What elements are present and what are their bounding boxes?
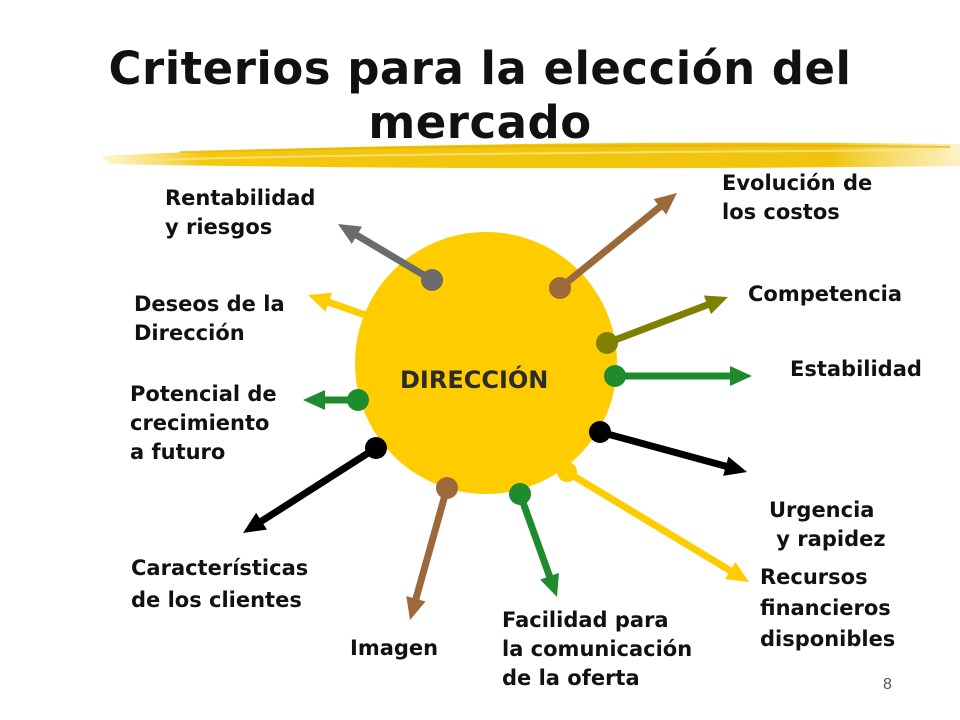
arrowhead-imagen — [406, 596, 426, 620]
arrowhead-evolucion — [653, 193, 677, 215]
arrowhead-rentabilidad — [338, 224, 363, 244]
arrows-layer — [243, 193, 752, 620]
arrow-shaft-rentabilidad — [353, 231, 434, 284]
label-estabilidad: Estabilidad — [790, 357, 922, 381]
center-label: DIRECCIÓN — [400, 366, 549, 394]
slide-title: Criterios para la elección del mercado — [108, 42, 852, 149]
arrow-evolucion — [549, 193, 677, 299]
arrow-shaft-imagen — [412, 487, 451, 602]
arrowhead-estabilidad — [730, 366, 752, 386]
label-urgencia: Urgencia y rapidez — [769, 498, 886, 551]
arrow-origin-dot-rentabilidad — [421, 269, 443, 291]
arrowhead-facilidad — [540, 572, 559, 597]
arrow-origin-dot-caracteristicas — [365, 437, 387, 459]
arrow-deseos — [308, 292, 384, 328]
label-imagen: Imagen — [350, 636, 439, 660]
arrow-shaft-evolucion — [557, 202, 664, 291]
arrowhead-caracteristicas — [243, 512, 267, 533]
arrow-shaft-competencia — [605, 300, 711, 347]
arrow-origin-dot-urgencia — [589, 421, 611, 443]
arrow-urgencia — [589, 421, 747, 476]
arrow-origin-dot-estabilidad — [604, 365, 626, 387]
arrow-origin-dot-imagen — [436, 477, 458, 499]
arrow-rentabilidad — [338, 224, 443, 291]
arrow-shaft-recursos — [565, 469, 734, 575]
arrow-recursos — [557, 462, 749, 582]
label-competencia: Competencia — [748, 282, 903, 306]
arrowhead-competencia — [703, 295, 728, 315]
arrow-origin-dot-recursos — [557, 462, 577, 482]
arrowhead-recursos — [724, 562, 749, 582]
slide-number: 8 — [883, 676, 892, 693]
arrow-origin-dot-deseos — [364, 308, 384, 328]
arrowhead-deseos — [308, 292, 333, 312]
arrowhead-potencial — [303, 390, 325, 410]
arrow-shaft-caracteristicas — [257, 445, 378, 526]
arrow-origin-dot-potencial — [347, 389, 369, 411]
arrow-estabilidad — [604, 365, 752, 387]
direction-circle — [355, 232, 617, 494]
arrowhead-urgencia — [723, 456, 747, 476]
arrow-caracteristicas — [243, 437, 387, 533]
arrow-competencia — [596, 295, 728, 354]
arrow-origin-dot-evolucion — [549, 277, 571, 299]
arrow-origin-dot-facilidad — [509, 483, 531, 505]
arrow-origin-dot-competencia — [596, 332, 618, 354]
arrow-potencial — [303, 389, 369, 411]
arrow-facilidad — [509, 483, 559, 597]
arrow-shaft-facilidad — [516, 492, 554, 580]
arrow-shaft-urgencia — [599, 428, 729, 471]
title-brush-underline — [100, 142, 960, 169]
arrow-imagen — [406, 477, 458, 620]
